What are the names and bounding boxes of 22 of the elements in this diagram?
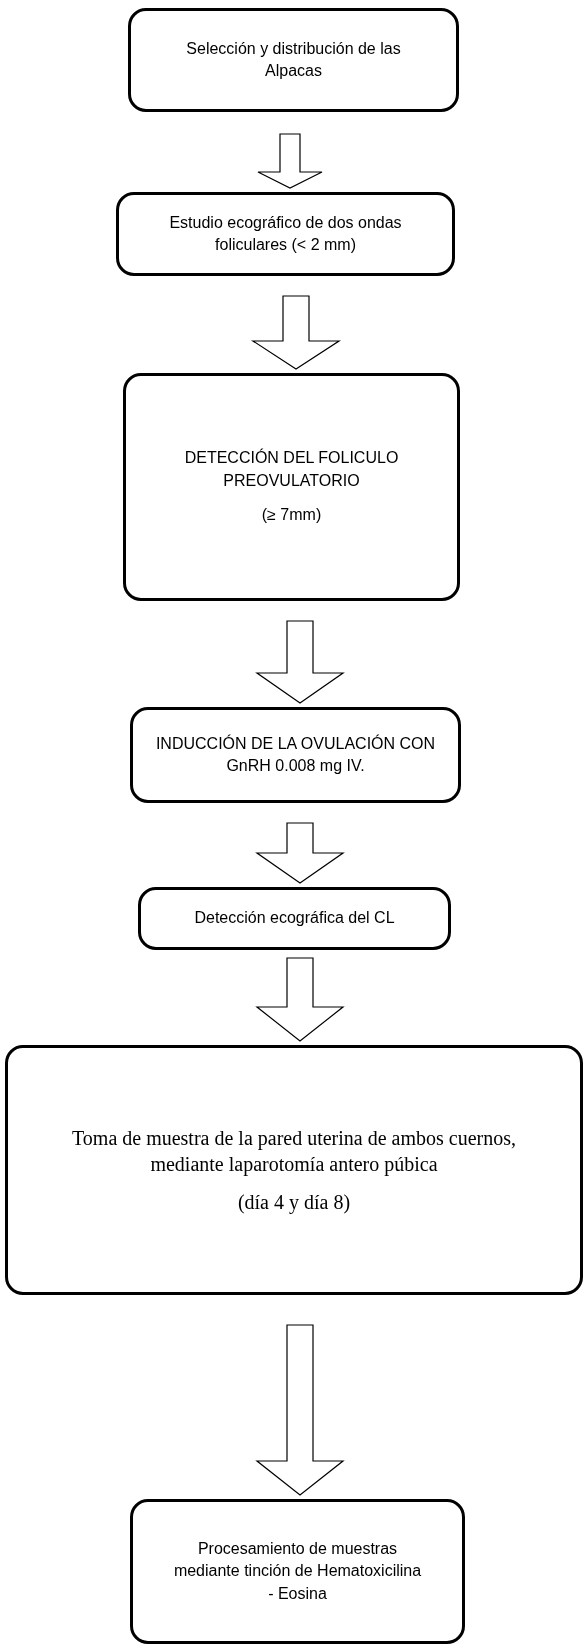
- step-text: DETECCIÓN DEL FOLICULO PREOVULATORIO: [183, 447, 400, 491]
- step-text: (≥ 7mm): [261, 505, 322, 526]
- step-text: Selección y distribución de las Alpacas: [185, 38, 402, 81]
- block-arrow: [255, 620, 345, 704]
- process-box: [138, 887, 451, 950]
- step-text: (día 4 y día 8): [237, 1190, 351, 1215]
- step-text: INDUCCIÓN DE LA OVULACIÓN CON GnRH 0.008 mg IV.: [154, 733, 437, 776]
- block-arrow: [255, 1324, 345, 1496]
- process-box: [5, 1045, 583, 1295]
- step-text: Estudio ecográfico de dos ondas foliculares (< 2 mm): [168, 212, 403, 255]
- process-box: [130, 1499, 465, 1644]
- process-box: [128, 8, 459, 112]
- step-text: Toma de muestra de la pared uterina de ambos cuernos, mediante laparotomía antero púbica: [71, 1126, 517, 1177]
- process-box: [116, 192, 455, 276]
- block-arrow: [257, 133, 323, 189]
- process-box: [130, 707, 461, 803]
- process-box: [123, 373, 460, 601]
- block-arrow: [255, 822, 345, 884]
- block-arrow: [255, 957, 345, 1042]
- step-text: Procesamiento de muestras mediante tinción de Hematoxicilina - Eosina: [173, 1538, 422, 1604]
- step-text: Detección ecográfica del CL: [194, 908, 395, 929]
- block-arrow: [250, 295, 342, 370]
